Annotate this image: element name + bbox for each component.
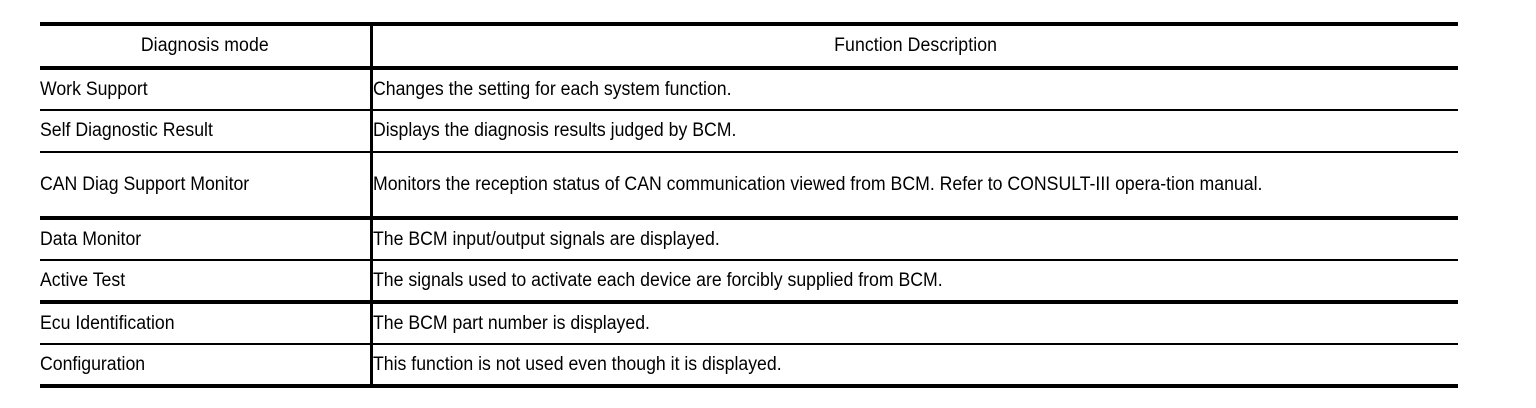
function-description-text: Changes the setting for each system func…: [373, 78, 732, 100]
cell-diagnosis-mode: Work Support: [40, 68, 374, 110]
cell-diagnosis-mode: Data Monitor: [40, 218, 374, 260]
table-row: Data Monitor The BCM input/output signal…: [40, 218, 1458, 260]
table-row: Work Support Changes the setting for eac…: [40, 68, 1458, 110]
column-header-diagnosis-mode: Diagnosis mode: [40, 24, 374, 68]
cell-function-description: The BCM part number is displayed.: [372, 302, 1458, 344]
table-header-row: Diagnosis mode Function Description: [40, 24, 1458, 68]
column-header-function-description: Function Description: [372, 24, 1458, 68]
cell-function-description: Monitors the reception status of CAN com…: [372, 152, 1458, 218]
table-row: Self Diagnostic Result Displays the diag…: [40, 110, 1458, 152]
table-row: Configuration This function is not used …: [40, 344, 1458, 386]
cell-function-description: This function is not used even though it…: [372, 344, 1458, 386]
function-description-text: Monitors the reception status of CAN com…: [373, 173, 1263, 195]
cell-function-description: Displays the diagnosis results judged by…: [372, 110, 1458, 152]
cell-diagnosis-mode: Active Test: [40, 260, 374, 302]
cell-function-description: The BCM input/output signals are display…: [372, 218, 1458, 260]
diagnosis-mode-label: Ecu Identification: [40, 312, 175, 334]
diagnosis-mode-label: Self Diagnostic Result: [40, 120, 213, 141]
function-description-text: Displays the diagnosis results judged by…: [373, 120, 737, 142]
cell-diagnosis-mode: CAN Diag Support Monitor: [40, 152, 374, 218]
diagnosis-mode-label: Active Test: [40, 269, 126, 291]
column-header-function-description-label: Function Description: [834, 35, 998, 56]
diagnosis-mode-label: CAN Diag Support Monitor: [40, 173, 250, 195]
diagnosis-mode-table: Diagnosis mode Function Description Work…: [40, 22, 1458, 388]
function-description-text: This function is not used even though it…: [373, 353, 782, 375]
function-description-text: The BCM part number is displayed.: [373, 312, 651, 334]
cell-function-description: Changes the setting for each system func…: [372, 68, 1458, 110]
function-description-text: The BCM input/output signals are display…: [373, 228, 720, 250]
diagnosis-mode-label: Work Support: [40, 78, 148, 100]
function-description-text: The signals used to activate each device…: [373, 269, 943, 291]
cell-function-description: The signals used to activate each device…: [372, 260, 1458, 302]
table-body: Work Support Changes the setting for eac…: [40, 68, 1458, 386]
cell-diagnosis-mode: Ecu Identification: [40, 302, 374, 344]
diagnosis-mode-label: Data Monitor: [40, 228, 142, 250]
table-row: Active Test The signals used to activate…: [40, 260, 1458, 302]
table-row: Ecu Identification The BCM part number i…: [40, 302, 1458, 344]
table-header: Diagnosis mode Function Description: [40, 24, 1458, 68]
cell-diagnosis-mode: Self Diagnostic Result: [40, 110, 374, 152]
diagnosis-mode-label: Configuration: [40, 353, 146, 375]
cell-diagnosis-mode: Configuration: [40, 344, 374, 386]
column-header-diagnosis-mode-label: Diagnosis mode: [141, 35, 270, 56]
table-row: CAN Diag Support Monitor Monitors the re…: [40, 152, 1458, 218]
